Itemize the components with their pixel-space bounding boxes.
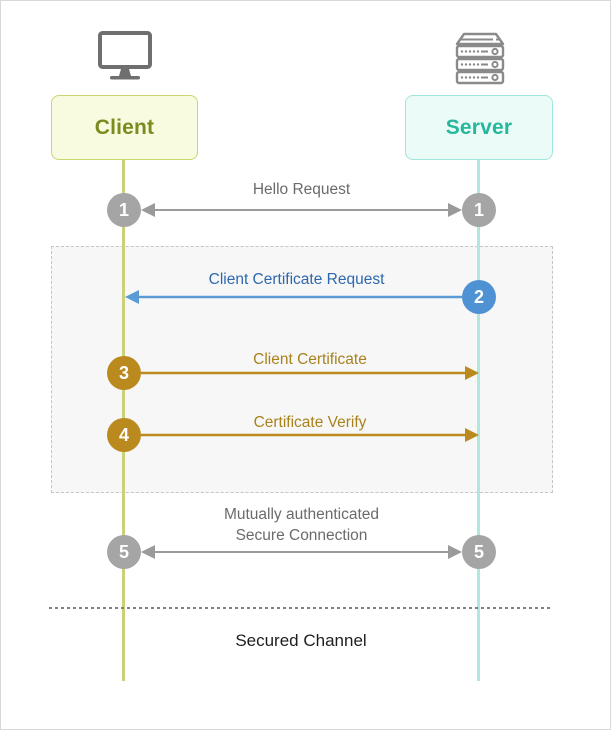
msg1-label: Hello Request xyxy=(252,181,351,198)
monitor-icon xyxy=(98,31,152,80)
server-rack-icon xyxy=(455,32,505,85)
secured-channel-separator xyxy=(49,607,553,609)
msg4-step-badge: 4 xyxy=(107,418,141,452)
msg3-arrow xyxy=(141,366,479,380)
msg2-label: Client Certificate Request xyxy=(208,271,385,288)
msg2-arrow xyxy=(125,290,462,304)
client-actor-box: Client xyxy=(51,95,198,160)
arrowhead-right xyxy=(465,366,479,380)
msg3-step-badge: 3 xyxy=(107,356,141,390)
arrowhead-right xyxy=(448,203,462,217)
msg5-arrow xyxy=(141,545,462,559)
client-actor-label: Client xyxy=(94,115,155,139)
arrowhead-left xyxy=(125,290,139,304)
msg4-label: Certificate Verify xyxy=(253,414,367,431)
server-actor-label: Server xyxy=(445,115,513,139)
arrowhead-left xyxy=(141,203,155,217)
arrowhead-left xyxy=(141,545,155,559)
arrowhead-right xyxy=(448,545,462,559)
msg5-label-line2: Secure Connection xyxy=(235,527,368,544)
msg1-step-badge-server: 1 xyxy=(462,193,496,227)
msg3-label: Client Certificate xyxy=(253,351,367,368)
secured-channel-label: Secured Channel xyxy=(235,631,367,650)
msg2-step-badge: 2 xyxy=(462,280,496,314)
msg4-arrow xyxy=(141,428,479,442)
msg1-arrow xyxy=(141,203,462,217)
msg5-label: Mutually authenticated Secure Connection xyxy=(141,504,462,546)
msg1-step-badge-client: 1 xyxy=(107,193,141,227)
msg5-step-badge-client: 5 xyxy=(107,535,141,569)
msg5-label-line1: Mutually authenticated xyxy=(223,506,380,523)
server-actor-box: Server xyxy=(405,95,553,160)
server-lifeline xyxy=(477,160,480,681)
msg5-step-badge-server: 5 xyxy=(462,535,496,569)
arrowhead-right xyxy=(465,428,479,442)
